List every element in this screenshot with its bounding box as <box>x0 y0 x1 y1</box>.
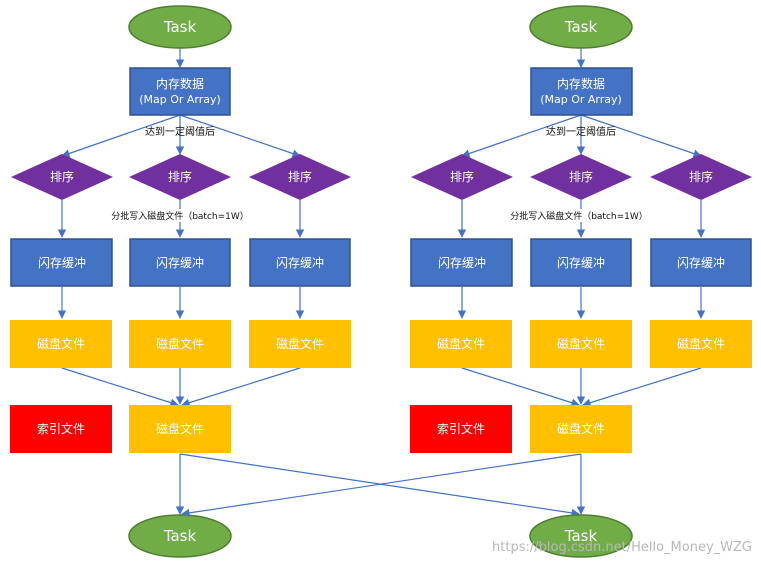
left-buffer-label-3: 闪存缓冲 <box>276 255 324 270</box>
edge-right-file-1-to-merged <box>461 367 580 407</box>
left-memory-label-line2: (Map Or Array) <box>139 93 221 106</box>
right-disk-file-label-3: 磁盘文件 <box>677 336 725 351</box>
edge-right-memory-to-sort-1 <box>461 114 582 158</box>
right-index-file-label: 索引文件 <box>437 421 485 436</box>
right-sort-label-2: 排序 <box>569 169 593 184</box>
edge-right-memory-to-sort-3 <box>580 114 702 158</box>
right-sort-diamond-1 <box>411 154 513 200</box>
right-sort-label-1: 排序 <box>450 169 474 184</box>
left-memory-data-box <box>129 67 231 116</box>
right-memory-label-line1: 内存数据 <box>557 76 605 91</box>
right-index-file <box>410 405 512 453</box>
watermark-text: https://blog.csdn.net/Hello_Money_WZG <box>492 540 752 555</box>
edge-left-file-1-to-merged <box>61 367 179 407</box>
right-buffer-label-2: 闪存缓冲 <box>557 255 605 270</box>
left-sort-label-3: 排序 <box>288 169 312 184</box>
left-task-top <box>128 5 232 49</box>
right-merged-disk-file-label: 磁盘文件 <box>557 421 605 436</box>
right-task-top-label: Task <box>564 18 598 36</box>
right-disk-file-label-2: 磁盘文件 <box>557 336 605 351</box>
right-batch-note-bg <box>512 209 650 222</box>
right-buffer-box-3 <box>650 238 752 287</box>
left-sort-label-2: 排序 <box>168 169 192 184</box>
left-batch-note-bg <box>112 209 250 222</box>
left-disk-file-2 <box>129 320 231 368</box>
right-sort-diamond-2 <box>530 154 632 200</box>
edge-right-merged-to-task-left <box>181 453 582 518</box>
left-disk-file-label-2: 磁盘文件 <box>156 336 204 351</box>
right-buffer-label-3: 闪存缓冲 <box>677 255 725 270</box>
left-buffer-box-2 <box>129 238 231 287</box>
left-buffer-box-3 <box>249 238 351 287</box>
left-disk-file-1 <box>10 320 112 368</box>
right-task-top <box>529 5 633 49</box>
right-merged-disk-file <box>530 405 632 453</box>
left-memory-label-line1: 内存数据 <box>156 76 204 91</box>
left-flow: Task 内存数据 (Map Or Array) 达到一定阈值后 排序 排序 排… <box>10 5 580 558</box>
left-task-bottom-label: Task <box>163 527 197 545</box>
left-task-top-label: Task <box>163 18 197 36</box>
right-buffer-label-1: 闪存缓冲 <box>438 255 486 270</box>
right-threshold-note: 达到一定阈值后 <box>546 125 616 138</box>
left-sort-diamond-2 <box>129 154 231 200</box>
right-buffer-box-2 <box>530 238 632 287</box>
left-sort-label-1: 排序 <box>50 169 74 184</box>
right-memory-label-line2: (Map Or Array) <box>540 93 622 106</box>
edge-left-memory-to-sort-1 <box>61 114 181 158</box>
left-merged-disk-file <box>129 405 231 453</box>
left-task-bottom <box>128 514 232 558</box>
left-index-file <box>10 405 112 453</box>
left-batch-note: 分批写入磁盘文件（batch=1W） <box>111 210 249 222</box>
left-threshold-note: 达到一定阈值后 <box>145 125 215 138</box>
left-index-file-label: 索引文件 <box>37 421 85 436</box>
edge-left-file-3-to-merged <box>181 367 301 407</box>
right-disk-file-label-1: 磁盘文件 <box>437 336 485 351</box>
left-merged-disk-file-label: 磁盘文件 <box>156 421 204 436</box>
left-disk-file-label-1: 磁盘文件 <box>37 336 85 351</box>
right-disk-file-1 <box>410 320 512 368</box>
right-sort-label-3: 排序 <box>689 169 713 184</box>
left-disk-file-3 <box>249 320 351 368</box>
right-disk-file-3 <box>650 320 752 368</box>
right-task-bottom <box>529 514 633 558</box>
edge-left-memory-to-sort-3 <box>179 114 301 158</box>
left-buffer-label-1: 闪存缓冲 <box>38 255 86 270</box>
right-batch-note: 分批写入磁盘文件（batch=1W） <box>510 210 648 222</box>
right-sort-diamond-3 <box>650 154 752 200</box>
left-sort-diamond-1 <box>11 154 113 200</box>
edge-right-file-3-to-merged <box>582 367 702 407</box>
right-flow: Task 内存数据 (Map Or Array) 达到一定阈值后 排序 排序 排… <box>181 5 752 558</box>
right-disk-file-2 <box>530 320 632 368</box>
left-disk-file-label-3: 磁盘文件 <box>276 336 324 351</box>
left-buffer-label-2: 闪存缓冲 <box>156 255 204 270</box>
left-buffer-box-1 <box>10 238 113 287</box>
right-memory-data-box <box>530 67 633 116</box>
left-sort-diamond-3 <box>249 154 351 200</box>
right-task-bottom-label: Task <box>564 527 598 545</box>
right-buffer-box-1 <box>410 238 513 287</box>
